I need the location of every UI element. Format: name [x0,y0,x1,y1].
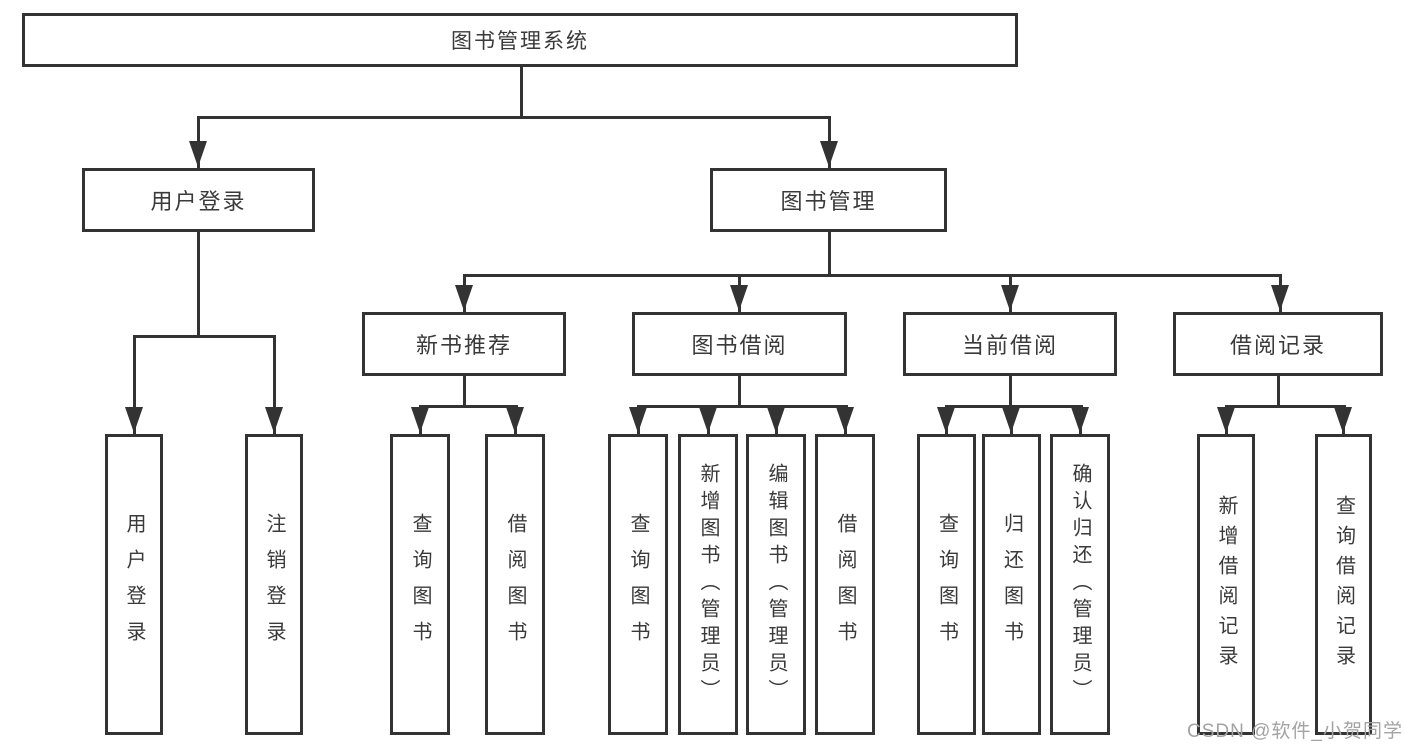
connector [637,405,848,408]
arrowhead-icon [1001,285,1019,311]
leaf-return-books: 归还图书 [982,434,1041,735]
node-label: 借阅图书 [504,512,526,657]
node-label: 注销登录 [263,512,285,657]
leaf-add-books-admin: 新增图书（管理员） [678,434,738,735]
leaf-query-books-borrowing: 查询图书 [608,434,668,735]
leaf-add-borrow-record: 新增借阅记录 [1197,434,1255,735]
connector [273,336,276,434]
arrowhead-icon [506,407,524,433]
node-label: 查询图书 [409,512,431,657]
connector [197,232,200,337]
arrowhead-icon [836,407,854,433]
connector [133,336,136,434]
connector [1277,376,1280,407]
connector [1225,405,1346,408]
leaf-edit-books-admin: 编辑图书（管理员） [746,434,806,735]
node-borrowing-records: 借阅记录 [1173,312,1383,376]
node-label: 用户登录 [150,189,247,214]
leaf-user-login: 用户登录 [105,434,163,735]
arrowhead-icon [1334,407,1352,433]
leaf-confirm-return-admin: 确认归还（管理员） [1050,434,1110,735]
connector [945,405,1083,408]
arrowhead-icon [699,407,717,433]
watermark: CSDN @软件_小贺同学 [1187,721,1403,742]
node-label: 新增图书（管理员） [697,463,719,706]
node-label: 借阅记录 [1229,333,1326,358]
node-label: 图书管理 [780,189,877,214]
arrowhead-icon [937,407,955,433]
node-label: 查询图书 [935,512,958,657]
arrowhead-icon [820,141,838,167]
arrowhead-icon [1002,407,1020,433]
node-book-management: 图书管理 [710,168,947,232]
arrowhead-icon [629,407,647,433]
node-label: 编辑图书（管理员） [765,463,787,706]
node-label: 图书管理系统 [451,30,589,53]
arrowhead-icon [1271,285,1289,311]
node-library-management-system: 图书管理系统 [22,13,1018,67]
arrowhead-icon [125,407,143,433]
node-label: 用户登录 [123,512,145,657]
node-label: 归还图书 [1000,512,1023,657]
node-label: 新增借阅记录 [1215,494,1237,675]
node-label: 借阅图书 [834,512,856,657]
node-label: 当前借阅 [961,333,1058,358]
arrowhead-icon [1217,407,1235,433]
connector [1009,376,1012,407]
node-book-borrowing: 图书借阅 [632,312,847,376]
arrowhead-icon [265,407,283,433]
connector [197,116,831,119]
node-new-book-recommendation: 新书推荐 [362,312,566,376]
connector [419,405,518,408]
node-label: 图书借阅 [691,333,788,358]
node-label: 新书推荐 [415,333,512,358]
arrowhead-icon [730,285,748,311]
connector [133,335,276,338]
leaf-borrow-books-borrowing: 借阅图书 [815,434,875,735]
arrowhead-icon [767,407,785,433]
leaf-query-borrow-record: 查询借阅记录 [1315,434,1372,735]
connector [520,67,523,118]
connector [738,376,741,407]
connector [463,376,466,407]
node-label: 确认归还（管理员） [1069,463,1091,706]
leaf-query-books-recommend: 查询图书 [390,434,450,735]
leaf-borrow-books-recommend: 借阅图书 [485,434,545,735]
node-label: 查询图书 [627,512,649,657]
connector [828,232,831,276]
node-current-borrowing: 当前借阅 [903,312,1117,376]
arrowhead-icon [411,407,429,433]
arrowhead-icon [189,141,207,167]
connector [463,274,1282,277]
leaf-query-books-current: 查询图书 [917,434,976,735]
node-user-login: 用户登录 [82,168,315,232]
node-label: 查询借阅记录 [1332,494,1355,675]
leaf-logout: 注销登录 [245,434,303,735]
arrowhead-icon [1071,407,1089,433]
arrowhead-icon [455,285,473,311]
